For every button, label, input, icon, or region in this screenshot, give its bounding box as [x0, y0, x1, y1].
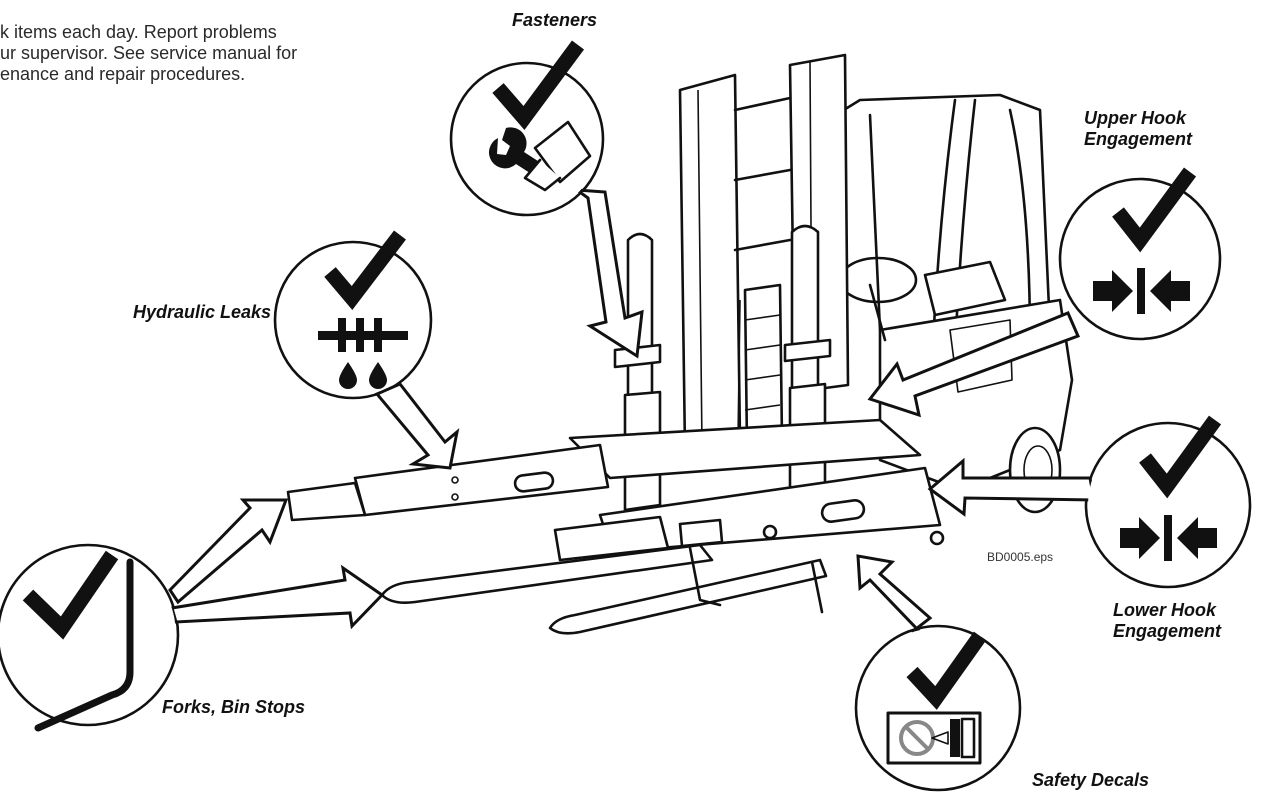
hydraulic-leaks-arrow: [377, 384, 457, 468]
label-fasteners: Fasteners: [512, 10, 597, 31]
mast-left-upright: [680, 75, 740, 450]
intro-line: enance and repair procedures.: [0, 64, 360, 85]
label-lower-hook-line2: Engagement: [1113, 621, 1221, 642]
safety-decals-arrow: [858, 556, 930, 632]
carriage-post-right: [792, 226, 818, 392]
label-forks-bin-stops: Forks, Bin Stops: [162, 697, 305, 718]
left-extension-arm: [355, 445, 608, 515]
left-hook-bracket: [288, 483, 365, 520]
callout-forks: [0, 500, 382, 728]
callout-safety-decals: [856, 556, 1020, 790]
label-safety-decals: Safety Decals: [1032, 770, 1149, 791]
intro-line: ur supervisor. See service manual for: [0, 43, 360, 64]
label-lower-hook: Lower Hook Engagement: [1113, 600, 1221, 642]
label-lower-hook-line1: Lower Hook: [1113, 600, 1221, 621]
label-hydraulic-leaks-text: Hydraulic Leaks: [133, 302, 271, 323]
forks-arrow-upper: [170, 500, 286, 602]
intro-line: k items each day. Report problems: [0, 22, 360, 43]
callout-fasteners: [451, 45, 642, 356]
label-upper-hook: Upper Hook Engagement: [1084, 108, 1192, 150]
label-forks-bin-stops-text: Forks, Bin Stops: [162, 697, 305, 718]
label-safety-decals-text: Safety Decals: [1032, 770, 1149, 791]
intro-text: k items each day. Report problems ur sup…: [0, 22, 360, 85]
file-name: BD0005.eps: [987, 550, 1053, 564]
label-upper-hook-line2: Engagement: [1084, 129, 1192, 150]
label-hydraulic-leaks: Hydraulic Leaks: [133, 302, 271, 323]
label-upper-hook-line1: Upper Hook: [1084, 108, 1192, 129]
label-fasteners-text: Fasteners: [512, 10, 597, 31]
decal-icon: [888, 713, 980, 763]
callout-hydraulic-leaks: [275, 235, 457, 468]
carriage-frame: [570, 420, 920, 478]
